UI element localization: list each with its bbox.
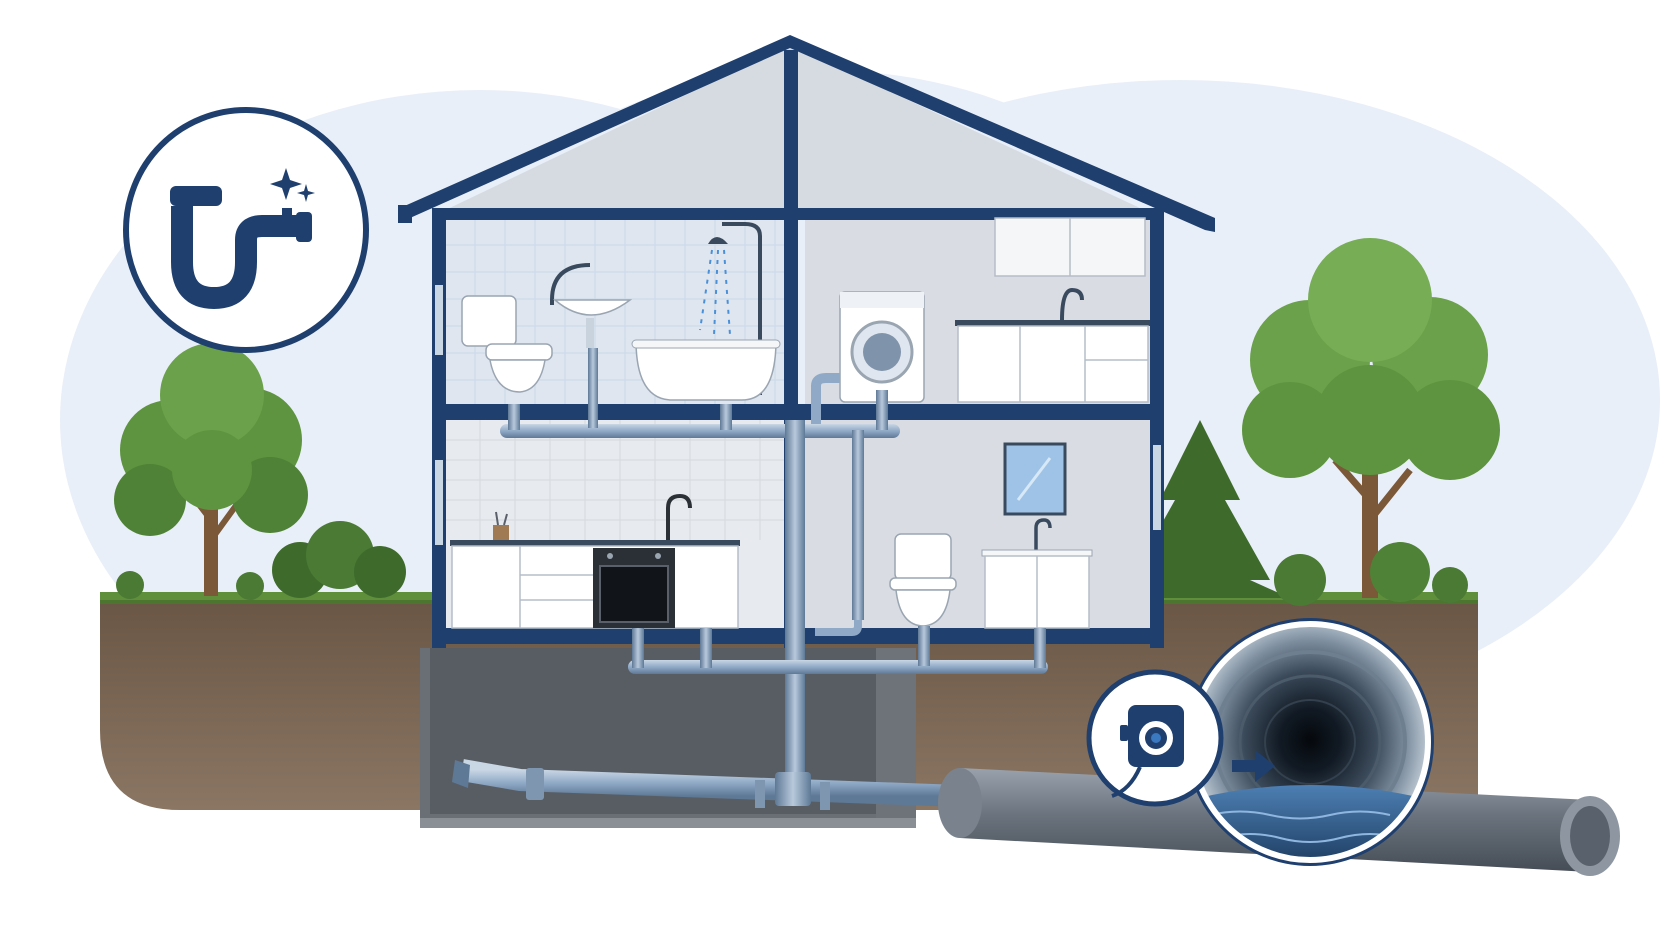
- toilet-upper-icon: [461, 295, 553, 393]
- washing-machine-icon: [839, 291, 925, 403]
- tree-right: [1242, 238, 1500, 598]
- kitchen-tiles: [445, 420, 790, 540]
- drain-pipes: [452, 348, 1048, 810]
- shrub-left: [116, 521, 406, 600]
- inspection-camera-icon: [1111, 705, 1184, 798]
- upper-cabinets: [994, 217, 1146, 277]
- inspection-camera-badge: [1086, 669, 1224, 807]
- arrow-right-icon: [1232, 750, 1275, 782]
- oven-icon: [593, 548, 675, 628]
- mirror-icon: [1003, 442, 1067, 516]
- tree-left: [114, 343, 308, 596]
- logo-badge: [123, 107, 369, 353]
- pipe-inspection-view: [1186, 618, 1434, 866]
- kitchen-faucet-icon: [666, 493, 692, 540]
- utensil-holder-icon: [493, 511, 509, 540]
- plumbing-pipe-sparkle-icon: [170, 168, 315, 310]
- toilet-lower-icon: [889, 533, 957, 627]
- vanity-icon: [981, 518, 1093, 629]
- bathtub-icon: [631, 339, 781, 401]
- laundry-counter: [955, 320, 1150, 403]
- laundry-sink-icon: [1060, 287, 1084, 321]
- shower-icon: [699, 222, 762, 395]
- shrub-right: [1274, 542, 1468, 606]
- bathroom-sink-icon: [550, 263, 633, 348]
